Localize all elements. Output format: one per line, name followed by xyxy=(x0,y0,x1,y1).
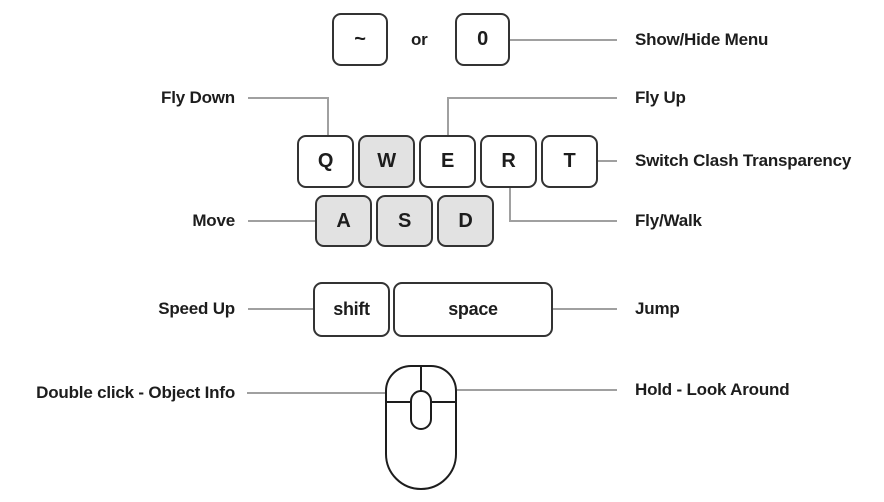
label-fly-walk: Fly/Walk xyxy=(635,211,702,230)
connector-fly-walk-h xyxy=(509,220,617,222)
key-space: space xyxy=(393,282,553,337)
label-double-click-object-info: Double click - Object Info xyxy=(36,383,235,402)
key-t: T xyxy=(541,135,598,188)
connector-show-hide-menu xyxy=(510,39,617,41)
connector-fly-down-h xyxy=(248,97,329,99)
connector-jump xyxy=(553,308,617,310)
label-jump: Jump xyxy=(635,299,680,318)
connector-fly-down-v xyxy=(327,97,329,135)
key-q: Q xyxy=(297,135,354,188)
key-d: D xyxy=(437,195,494,247)
connector-hold-look-around xyxy=(457,389,617,391)
label-hold-look-around: Hold - Look Around xyxy=(635,380,790,399)
mouse-wheel-icon xyxy=(410,390,432,430)
key-r: R xyxy=(480,135,537,188)
key-zero: 0 xyxy=(455,13,510,66)
or-label: or xyxy=(411,30,428,49)
key-s: S xyxy=(376,195,433,247)
label-fly-down: Fly Down xyxy=(161,88,235,107)
connector-speed-up xyxy=(248,308,313,310)
key-tilde: ~ xyxy=(332,13,388,66)
label-fly-up: Fly Up xyxy=(635,88,686,107)
label-speed-up: Speed Up xyxy=(158,299,235,318)
connector-move xyxy=(248,220,315,222)
connector-double-click xyxy=(247,392,385,394)
connector-switch-clash xyxy=(598,160,617,162)
label-move: Move xyxy=(192,211,235,230)
label-switch-clash-transparency: Switch Clash Transparency xyxy=(635,151,852,170)
connector-fly-up-h xyxy=(447,97,617,99)
mouse-button-split-line xyxy=(420,366,422,403)
key-a: A xyxy=(315,195,372,247)
connector-fly-up-v xyxy=(447,97,449,135)
label-show-hide-menu: Show/Hide Menu xyxy=(635,30,769,49)
key-w: W xyxy=(358,135,415,188)
key-shift: shift xyxy=(313,282,390,337)
key-e: E xyxy=(419,135,476,188)
connector-fly-walk-v xyxy=(509,188,511,222)
